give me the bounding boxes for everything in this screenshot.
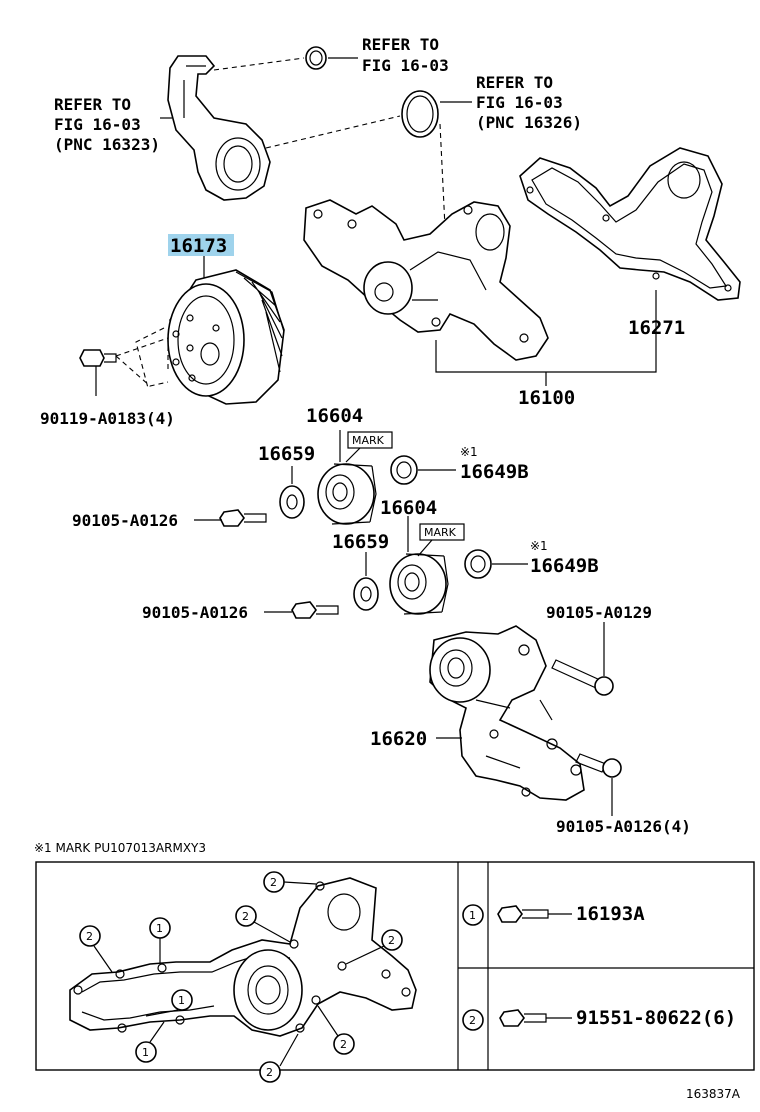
refer-label-b-line2: FIG 16-03 [476, 93, 563, 112]
water-pump-assembly [303, 199, 549, 361]
part-90105-a0126-label-a[interactable]: 90105-A0126 [72, 511, 178, 530]
legend-row-1: 1 16193A [462, 903, 645, 926]
part-16649b-label-a[interactable]: 16649B [460, 461, 529, 483]
pump-gasket-location-drawing [69, 877, 417, 1037]
refer-label-a-line1: REFER TO [362, 35, 439, 54]
legend-2-number: 2 [469, 1014, 476, 1027]
part-16173-highlight [168, 234, 234, 256]
idler-bolt-upper [219, 509, 267, 527]
refer-label-c-line3: (PNC 16323) [54, 135, 160, 154]
water-inlet-housing [167, 55, 271, 201]
callout-2-a: 2 [86, 930, 93, 943]
note-ref-a: ※1 [460, 445, 478, 459]
callout-1-a: 1 [156, 922, 163, 935]
part-90105-a0126-label-b[interactable]: 90105-A0126 [142, 603, 248, 622]
belt-tensioner-assembly [429, 625, 585, 801]
part-16659-label-a[interactable]: 16659 [258, 443, 315, 465]
mark-box-a [347, 431, 393, 449]
refer-label-c-line1: REFER TO [54, 95, 131, 114]
part-16604-label-a[interactable]: 16604 [306, 405, 363, 427]
callout-2-b: 2 [270, 876, 277, 889]
legend-row-2: 2 91551-80622(6) [462, 1007, 736, 1031]
legend-2-part[interactable]: 91551-80622(6) [576, 1007, 736, 1029]
idler-bolt-lower [291, 601, 339, 619]
part-90105-a0126-label-c[interactable]: 90105-A0126(4) [556, 817, 691, 836]
refer-label-c-line2: FIG 16-03 [54, 115, 141, 134]
pulley-bolt [79, 349, 117, 367]
spacer-washer-upper [279, 485, 305, 519]
mark-box-b [419, 523, 465, 541]
dust-cover-upper [390, 455, 418, 485]
idler-pulley-lower [389, 553, 449, 615]
part-90105-a0129-label[interactable]: 90105-A0129 [546, 603, 652, 622]
figure-id: 163837A [686, 1087, 741, 1101]
refer-label-a-line2: FIG 16-03 [362, 56, 449, 75]
mark-label-b: MARK [424, 526, 457, 539]
part-90119-label[interactable]: 90119-A0183(4) [40, 409, 175, 428]
callout-1-b: 1 [178, 994, 185, 1007]
part-16649b-label-b[interactable]: 16649B [530, 555, 599, 577]
footnote-mark: ※1 MARK PU107013ARMXY3 [34, 841, 206, 855]
gasket [519, 147, 741, 301]
part-16604-label-b[interactable]: 16604 [380, 497, 437, 519]
dust-cover-lower [464, 549, 492, 579]
o-ring-large [401, 90, 439, 138]
callout-2-f: 2 [340, 1038, 347, 1051]
refer-label-b-line3: (PNC 16326) [476, 113, 582, 132]
refer-label-b-line1: REFER TO [476, 73, 553, 92]
part-16620-label[interactable]: 16620 [370, 728, 427, 750]
part-16100-label: 16100 [518, 387, 575, 409]
legend-1-part[interactable]: 16193A [576, 903, 645, 925]
tensioner-bolt-lower [575, 753, 622, 778]
idler-pulley-upper [317, 463, 377, 525]
tensioner-bolt-upper [551, 659, 614, 696]
callout-2-c: 2 [242, 910, 249, 923]
mark-label-a: MARK [352, 434, 385, 447]
callout-2-e: 2 [266, 1066, 273, 1079]
note-ref-b: ※1 [530, 539, 548, 553]
callout-2-d: 2 [388, 934, 395, 947]
legend-1-number: 1 [469, 909, 476, 922]
callout-1-c: 1 [142, 1046, 149, 1059]
part-16659-label-b[interactable]: 16659 [332, 531, 389, 553]
callout-circles: 2 1 2 2 2 1 1 2 2 [79, 871, 403, 1083]
bolt-location-panel [35, 861, 755, 1071]
o-ring-small [305, 46, 327, 70]
part-16173-label[interactable]: 16173 [170, 235, 227, 257]
spacer-washer-lower [353, 577, 379, 611]
water-pump-pulley [167, 269, 285, 405]
part-16271-label: 16271 [628, 317, 685, 339]
